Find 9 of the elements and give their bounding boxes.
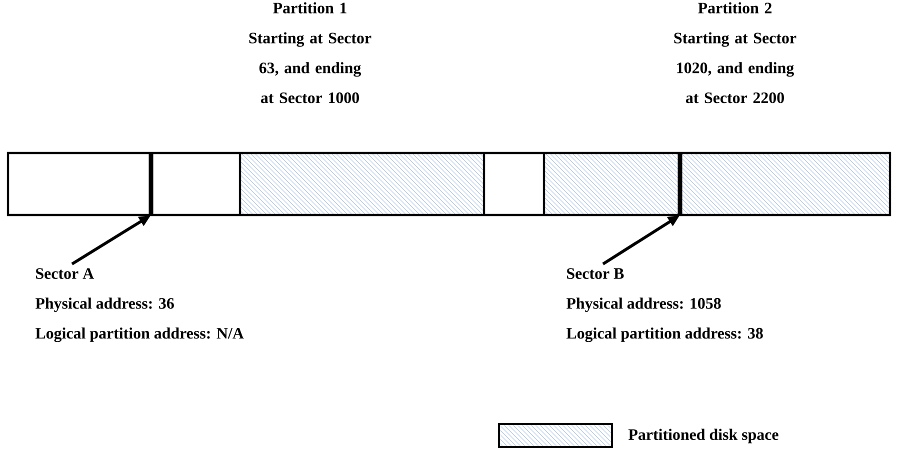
partition-title: Partition 1 [273,2,346,14]
sector-boundary [678,153,682,215]
partition-range: Starting at Sector 63, and ending at Sector 1000 [249,32,372,104]
sector-label: Sector A Physical address: 36 Logical partition address: N/A [35,268,244,342]
partition-range: Starting at Sector 1020, and ending at Sector 2200 [674,32,796,104]
legend-text: Partitioned disk space [628,428,778,444]
sector-label: Sector B Physical address: 1058 Logical partition address: 38 [566,268,763,342]
sector-boundary [148,153,154,215]
partition-title: Partition 2 [698,2,772,14]
